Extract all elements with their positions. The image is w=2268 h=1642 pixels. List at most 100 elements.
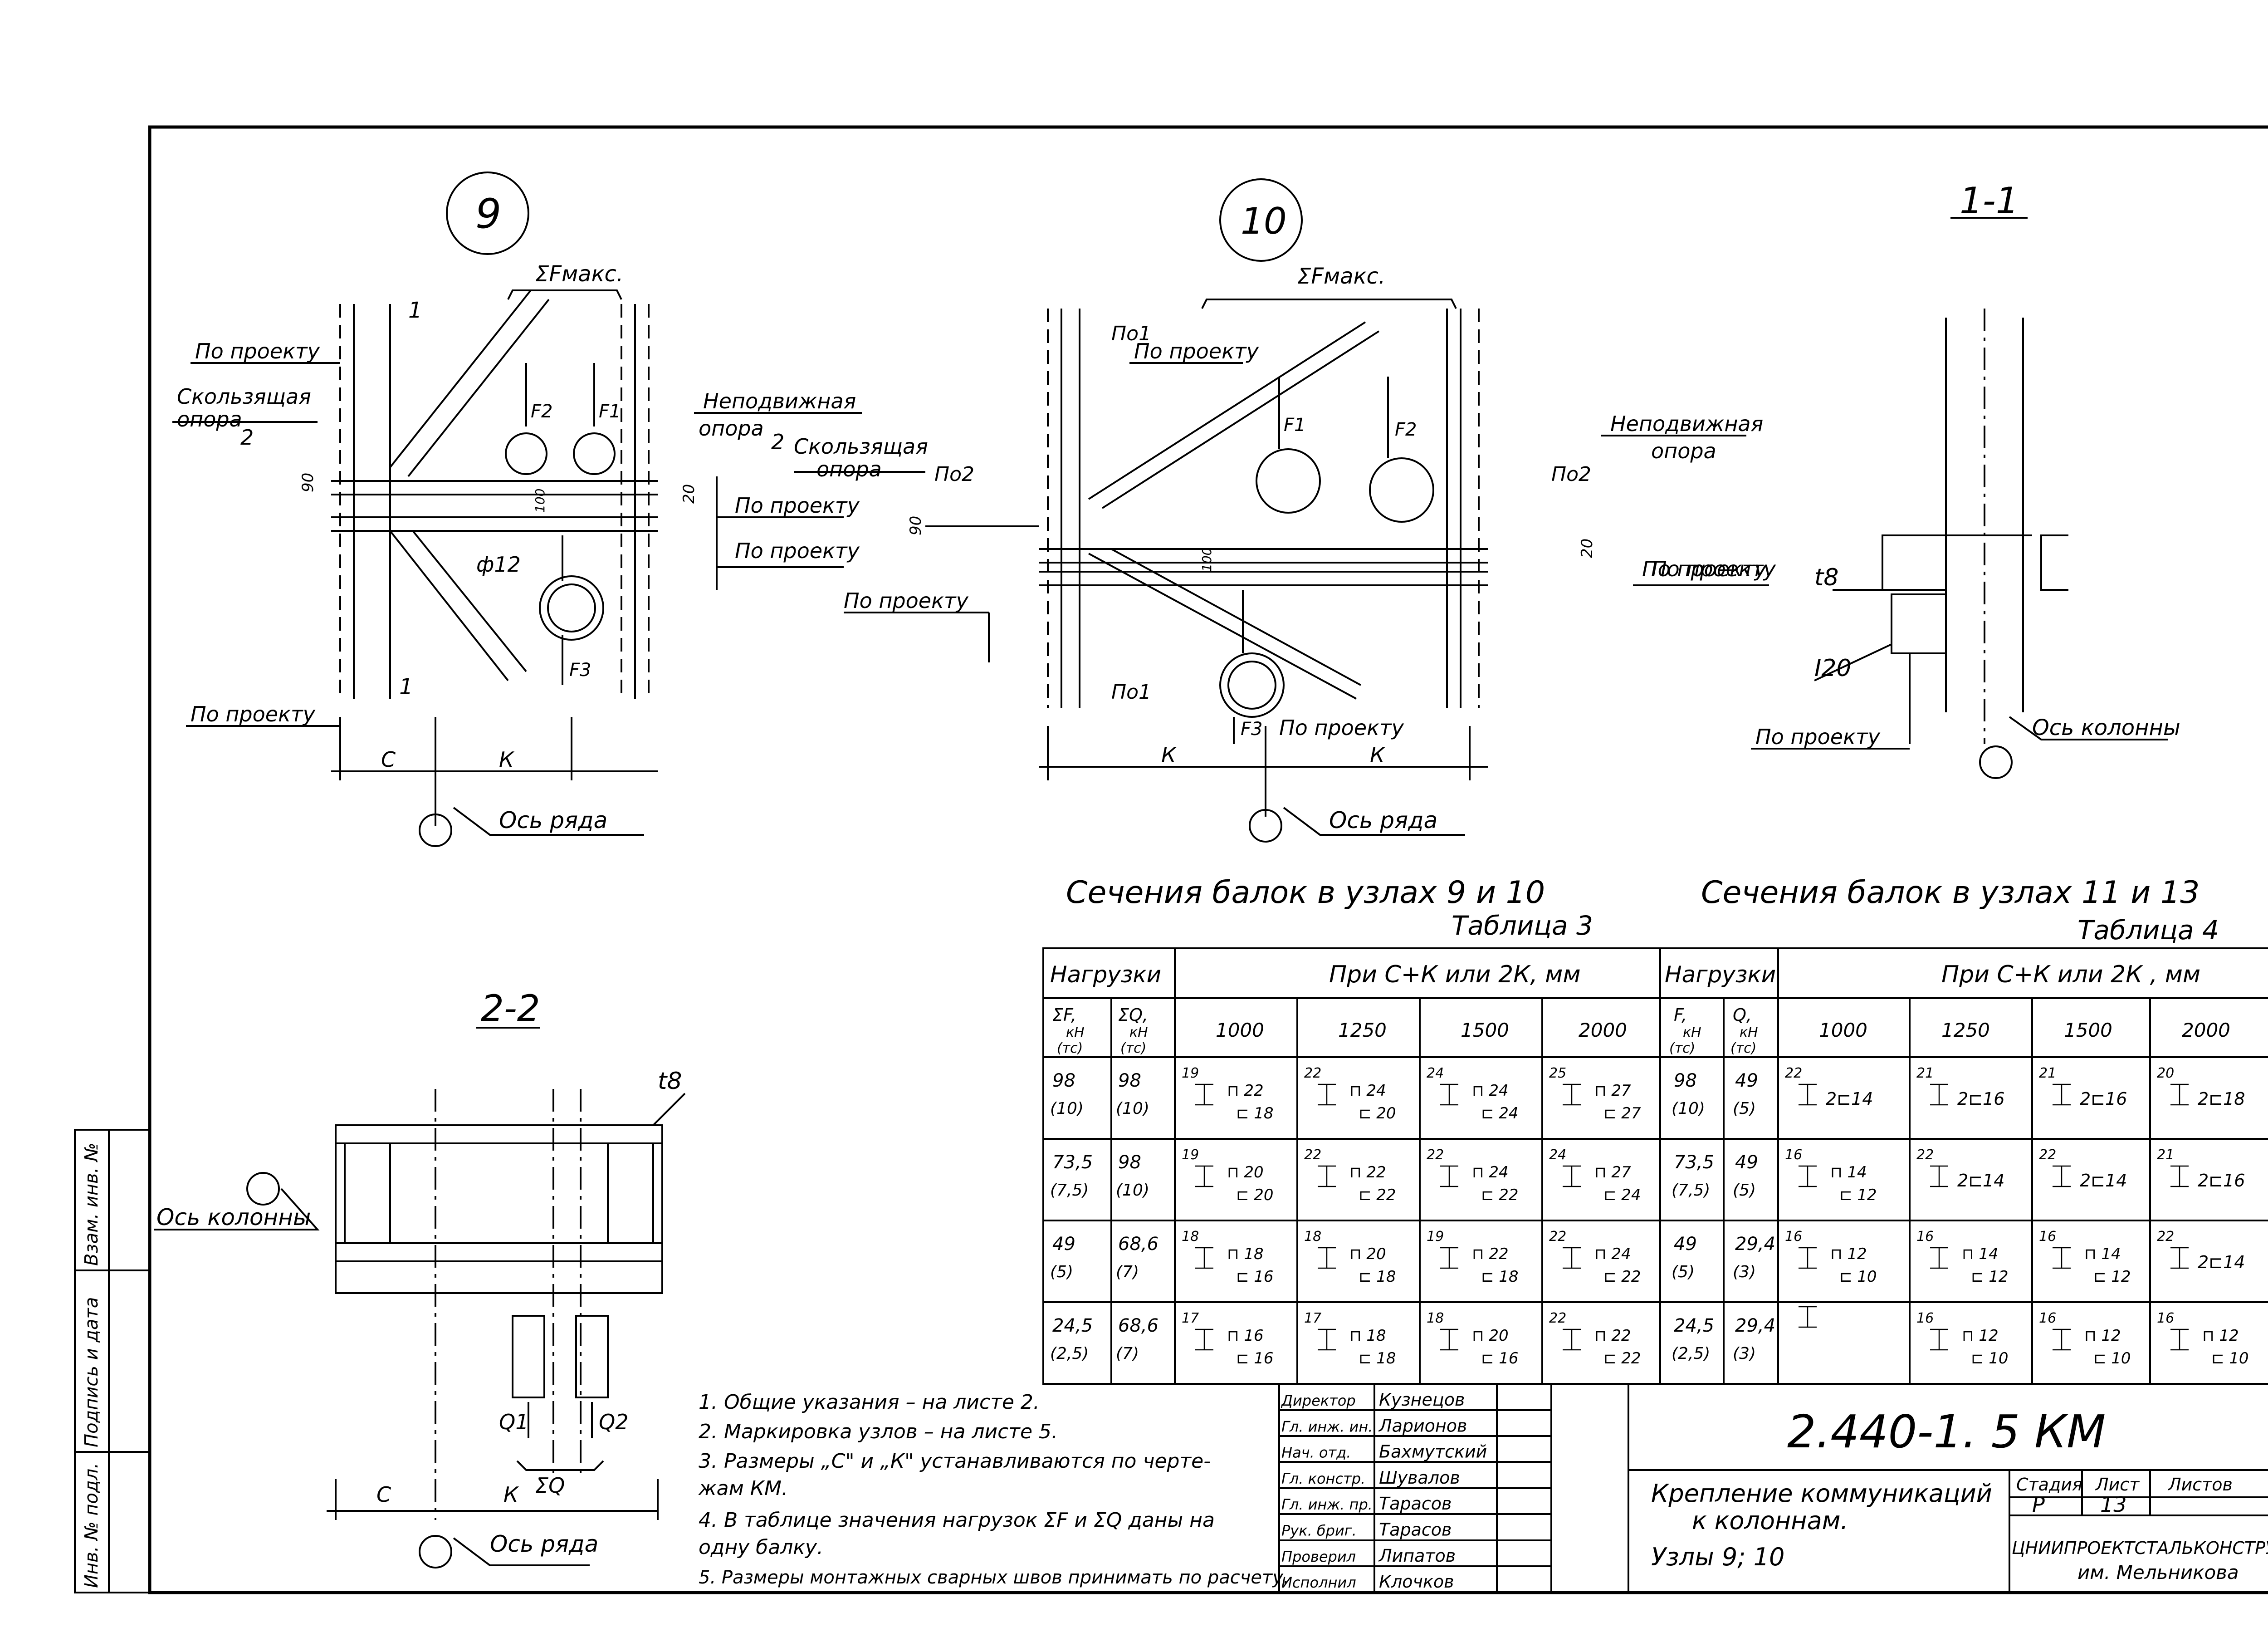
general-notes: 1. Общие указания – на листе 2. 2. Марки…	[698, 1391, 1289, 1588]
beam-section-symbol	[1318, 1083, 1336, 1106]
beam-section-symbol	[1799, 1083, 1817, 1106]
section-2-2-title: 2-2	[481, 987, 540, 1029]
section-2-2-row-axis: Ось ряда	[490, 1531, 598, 1557]
table-3-span-2000: 2000	[1579, 1019, 1627, 1041]
node-9-section-mark-bottom: 1	[399, 674, 413, 700]
node-10-sliding-support-1: Скользящая	[794, 434, 928, 459]
load-f-value: 49	[1052, 1234, 1075, 1255]
node-10-force-f1: F1	[1284, 415, 1305, 436]
person-role: Гл. инж. ин.	[1281, 1418, 1373, 1435]
cell-plate-number: 22	[2039, 1147, 2056, 1163]
cell-channel-bottom: ⊏ 10	[1971, 1349, 2009, 1368]
load-q-tc-value: (3)	[1733, 1344, 1756, 1363]
cell-plate-number: 25	[1549, 1065, 1566, 1081]
table-3-span-header: При С+К или 2К, мм	[1329, 961, 1581, 988]
beam-section-symbol	[2170, 1165, 2189, 1187]
organization-name: ЦНИИПРОЕКТСТАЛЬКОНСТРУКЦИЯ	[2012, 1538, 2268, 1558]
beam-section-symbol	[2053, 1083, 2071, 1106]
section-1-1-drawing	[1751, 217, 2168, 779]
cell-plate-number: 22	[1549, 1229, 1566, 1245]
beam-section-symbol	[1440, 1165, 1458, 1187]
node-9-row-axis: Ось ряда	[499, 807, 607, 833]
cell-channel-bottom: ⊏ 16	[1236, 1268, 1274, 1286]
cell-plate-number: 24	[1427, 1065, 1444, 1081]
note-4-cont: одну балку.	[699, 1536, 823, 1559]
cell-channel-bottom: ⊏ 24	[1603, 1186, 1641, 1204]
table-4-q-header: Q,	[1733, 1005, 1752, 1025]
person-name: Бахмутский	[1379, 1442, 1487, 1462]
stamp-inv-replace: Взам. инв. №	[81, 1142, 102, 1266]
table-3-sum-q-unit: кН	[1129, 1024, 1148, 1040]
cell-channel-bottom: ⊏ 16	[1481, 1349, 1519, 1368]
side-stamp: Инв. № подл. Подпись и дата Взам. инв. №	[81, 1142, 102, 1588]
node-9-labels: ΣFмакс. 1 1 По проекту Скользящая опора …	[177, 261, 860, 833]
cell-plate-number: 22	[1304, 1147, 1321, 1163]
node-10-force-f2: F2	[1395, 419, 1417, 440]
cell-channel-bottom: ⊏ 18	[1359, 1349, 1396, 1368]
person-name: Тарасов	[1379, 1520, 1452, 1540]
cell-plate-number: 16	[2039, 1229, 2056, 1245]
load-f-tc-value: (2,5)	[1672, 1344, 1710, 1363]
node-10-sum-force: ΣFмакс.	[1297, 264, 1385, 289]
person-role: Исполнил	[1281, 1574, 1356, 1591]
load-f-value: 24,5	[1052, 1315, 1093, 1336]
cell-channel-pair: 2⊏14	[2198, 1252, 2245, 1272]
title-block: 2.440-1. 5 КМ Крепление коммуникаций к к…	[1278, 1384, 2268, 1593]
table-3-number: Таблица 3	[1452, 910, 1593, 941]
beam-section-symbol	[2053, 1247, 2071, 1269]
beam-section-symbol	[2053, 1165, 2071, 1187]
load-q-tc-value: (3)	[1733, 1263, 1756, 1281]
node-10-dim-k1: К	[1161, 743, 1177, 767]
load-q-value: 98	[1118, 1070, 1141, 1091]
cell-channel-top: ⊓ 12	[2084, 1327, 2121, 1345]
sheet-value: 13	[2100, 1492, 2127, 1517]
cell-channel-pair: 2⊏18	[2198, 1089, 2245, 1109]
beam-section-symbol	[1318, 1247, 1336, 1269]
cell-channel-bottom: ⊏ 20	[1236, 1186, 1274, 1204]
load-q-tc-value: (10)	[1116, 1181, 1149, 1200]
node-10-dim-k2: К	[1370, 743, 1386, 767]
cell-channel-bottom: ⊏ 12	[1971, 1268, 2009, 1286]
note-2: 2. Маркировка узлов – на листе 5.	[699, 1420, 1058, 1443]
table-4-q-unit: кН	[1740, 1024, 1758, 1040]
stamp-inv-original: Инв. № подл.	[81, 1463, 102, 1588]
load-f-tc-value: (7,5)	[1050, 1181, 1089, 1200]
cell-channel-bottom: ⊏ 18	[1359, 1268, 1396, 1286]
load-f-tc-value: (2,5)	[1050, 1344, 1089, 1363]
beam-section-symbol	[1930, 1165, 1948, 1187]
person-name: Клочков	[1379, 1572, 1454, 1592]
node-9-force-f3: F3	[569, 660, 591, 681]
cell-channel-bottom: ⊏ 22	[1481, 1186, 1519, 1204]
beam-section-symbol	[1318, 1165, 1336, 1187]
node-10-dim-100: 100	[1199, 548, 1214, 572]
cell-plate-number: 18	[1427, 1310, 1444, 1326]
section-2-2-force-q1: Q1	[499, 1410, 528, 1434]
beam-section-symbol	[1440, 1247, 1458, 1269]
person-role: Рук. бриг.	[1281, 1522, 1357, 1539]
load-q-tc-value: (7)	[1116, 1263, 1139, 1281]
cell-channel-top: ⊓ 14	[2084, 1245, 2121, 1263]
node-9-by-project-2: По проекту	[735, 493, 860, 518]
node-9-dim-c: С	[381, 747, 396, 772]
cell-plate-number: 19	[1427, 1229, 1444, 1245]
load-f-tc-value: (5)	[1672, 1263, 1695, 1281]
load-q-value: 68,6	[1118, 1315, 1158, 1336]
section-2-2-dim-k: К	[503, 1482, 519, 1507]
table-4-loads-header: Нагрузки	[1665, 961, 1776, 988]
load-f-tc-value: (10)	[1050, 1099, 1084, 1118]
node-10-po2-right: По2	[1551, 463, 1591, 486]
section-1-1-by-project-1: По проекту	[1651, 557, 1776, 581]
beam-section-symbol	[1930, 1083, 1948, 1106]
table-4-span-2000: 2000	[2182, 1019, 2230, 1041]
cell-plate-number: 21	[2039, 1065, 2056, 1081]
load-f-value: 49	[1674, 1234, 1697, 1255]
beam-section-symbol	[1195, 1328, 1213, 1351]
cell-channel-top: ⊓ 22	[1472, 1245, 1509, 1263]
cell-plate-number: 17	[1182, 1310, 1199, 1326]
person-name: Шувалов	[1379, 1468, 1460, 1488]
cell-channel-pair: 2⊏14	[1826, 1089, 1873, 1109]
beam-section-symbol	[2170, 1247, 2189, 1269]
note-1: 1. Общие указания – на листе 2.	[699, 1391, 1040, 1414]
beam-section-symbol	[1563, 1165, 1581, 1187]
section-2-2-column-axis: Ось колонны	[156, 1204, 311, 1230]
